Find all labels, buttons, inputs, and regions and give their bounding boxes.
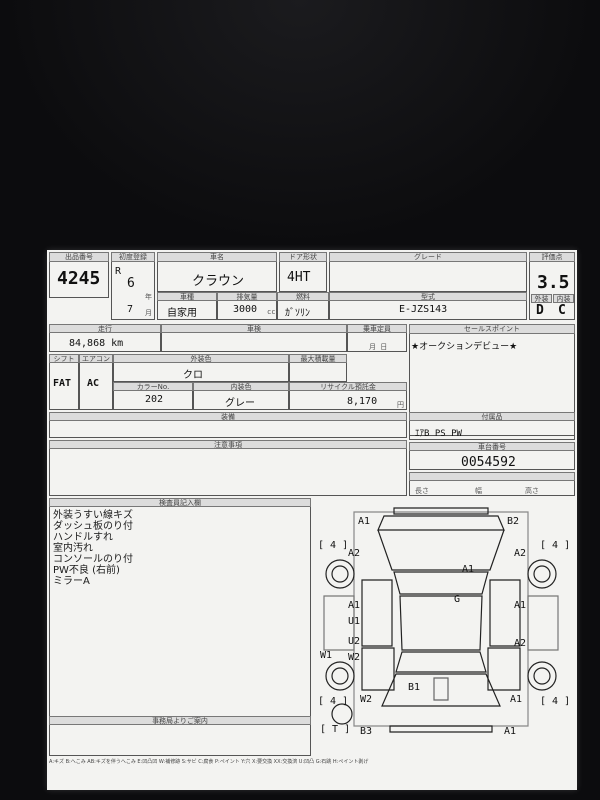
- lane-notice-label: 事務局よりご案内: [49, 716, 311, 725]
- int-color-label: 内装色: [193, 382, 289, 391]
- displacement-label: 排気量: [217, 292, 277, 301]
- color-no: 202: [145, 394, 164, 405]
- car-outline: [323, 507, 559, 733]
- recycle-unit: 円: [397, 401, 404, 409]
- car-type-label: 車種: [157, 292, 217, 301]
- aircon: AC: [87, 378, 100, 389]
- mark-front-right: B2: [507, 516, 520, 527]
- mark-rear-left-outer: W1: [320, 650, 333, 661]
- mark-trunk: B1: [408, 682, 421, 693]
- equipment-label: 装備: [49, 412, 407, 421]
- car-name: クラウン: [192, 274, 245, 289]
- score-label: 評価点: [529, 252, 575, 262]
- model-label: 型式: [329, 292, 527, 301]
- mark-roof: G: [454, 594, 461, 605]
- car-name-label: 車名: [157, 252, 277, 262]
- year-value: 6: [127, 276, 135, 291]
- inspector-note-item: ハンドルすれ: [53, 532, 113, 543]
- inspection-date: 月 日: [369, 343, 388, 351]
- door-shape-label: ドア形状: [279, 252, 327, 262]
- inspector-note-item: PW不良 (右前): [53, 565, 120, 576]
- tire-front-left: [ 4 ]: [318, 540, 349, 551]
- interior-label: 内装: [553, 294, 574, 303]
- color-no-label: カラーNo.: [113, 382, 193, 391]
- exterior-grade: D: [536, 303, 544, 318]
- tire-rear-left: [ 4 ]: [318, 696, 349, 707]
- exterior-label: 外装: [531, 294, 552, 303]
- ext-color-label: 外装色: [113, 354, 289, 363]
- mark-hood: A1: [462, 564, 475, 575]
- mark-front-door-left: A1: [348, 600, 361, 611]
- inspection-label: 車検: [161, 324, 347, 333]
- model: E-JZS143: [399, 304, 448, 315]
- mark-rear-bumper-right: A1: [510, 694, 523, 705]
- mark-rear-left: B3: [360, 726, 373, 737]
- mark-sill-left: U1: [348, 616, 361, 627]
- inspector-note-item: 室内汚れ: [53, 543, 93, 554]
- tire-rear-right: [ 4 ]: [540, 696, 571, 707]
- length-label: 長さ: [415, 487, 429, 495]
- mark-front-left: A1: [358, 516, 371, 527]
- shift-label: シフト: [49, 354, 79, 363]
- int-color: グレー: [225, 398, 255, 409]
- displacement-unit: cc: [267, 308, 276, 316]
- serial-label: 車台番号: [409, 442, 575, 451]
- dimensions-header: [409, 472, 575, 481]
- fuel: ｶﾞｿﾘﾝ: [285, 308, 310, 319]
- mileage-label: 走行: [49, 324, 161, 333]
- damage-diagram: A1 B2 A2 A2 A1 G A1 A1 U1 U2 W1 W2 A2 B1…: [314, 500, 571, 738]
- displacement: 3000: [233, 304, 258, 315]
- lot-number-label: 出品番号: [49, 252, 109, 262]
- width-label: 幅: [475, 487, 482, 495]
- mileage: 84,868 km: [69, 338, 124, 349]
- mark-rear-door-left: U2: [348, 636, 361, 647]
- inspector-notes-label: 検査員記入欄: [49, 498, 311, 507]
- accessories-label: 付属品: [409, 412, 575, 421]
- mark-quarter-left: W2: [348, 652, 361, 663]
- inspector-note-item: ミラーA: [53, 576, 90, 587]
- ext-color: クロ: [183, 370, 203, 381]
- equipment-list: ｴｱB PS PW: [415, 429, 462, 439]
- max-load-label: 最大積載量: [289, 354, 347, 363]
- serial-number: 0054592: [461, 455, 516, 470]
- mark-fender-right: A2: [514, 548, 527, 559]
- month-value: 7: [127, 304, 134, 315]
- first-registration-label: 初度登録: [111, 252, 155, 262]
- mark-fender-left: A2: [348, 548, 361, 559]
- door-shape: 4HT: [287, 270, 311, 285]
- interior-grade: C: [558, 303, 566, 318]
- recycle-amount: 8,170: [347, 396, 378, 407]
- car-type: 自家用: [167, 308, 197, 319]
- mark-rear-right: A1: [504, 726, 517, 737]
- background-top: [0, 0, 600, 250]
- mark-rear-bumper-left: W2: [360, 694, 373, 705]
- notes-label: 注意事項: [49, 440, 407, 449]
- auction-sheet: 出品番号 4245 初度登録 R 6 年 7 月 車名 クラウン ドア形状 4H…: [47, 250, 577, 790]
- shift: FAT: [53, 378, 72, 389]
- inspector-note-item: コンソールのり付: [53, 554, 133, 565]
- score-value: 3.5: [537, 272, 570, 293]
- legend-footer: A:キズ B:へこみ AB:キズを伴うへこみ E:凹凸凹 W:補修跡 S:サビ …: [49, 759, 369, 765]
- aircon-label: エアコン: [79, 354, 113, 363]
- year-unit: 年: [145, 293, 152, 301]
- tire-front-right: [ 4 ]: [540, 540, 571, 551]
- inspector-note-item: ダッシュ板のり付: [53, 521, 133, 532]
- mark-front-door-right: A1: [514, 600, 527, 611]
- month-unit: 月: [145, 309, 152, 317]
- era: R: [115, 266, 122, 277]
- inspector-note-item: 外装うすい線キズ: [53, 510, 133, 521]
- fuel-label: 燃料: [277, 292, 329, 301]
- capacity-label: 乗車定員: [347, 324, 407, 333]
- spare-tire: [ T ]: [320, 724, 351, 735]
- lot-number: 4245: [57, 268, 101, 289]
- grade-label: グレード: [329, 252, 527, 262]
- mark-rear-door-right: A2: [514, 638, 527, 649]
- recycle-label: リサイクル預託金: [289, 382, 407, 391]
- sales-point-label: セールスポイント: [409, 324, 575, 334]
- sales-point: ★オークションデビュー★: [411, 342, 518, 352]
- height-label: 高さ: [525, 487, 539, 495]
